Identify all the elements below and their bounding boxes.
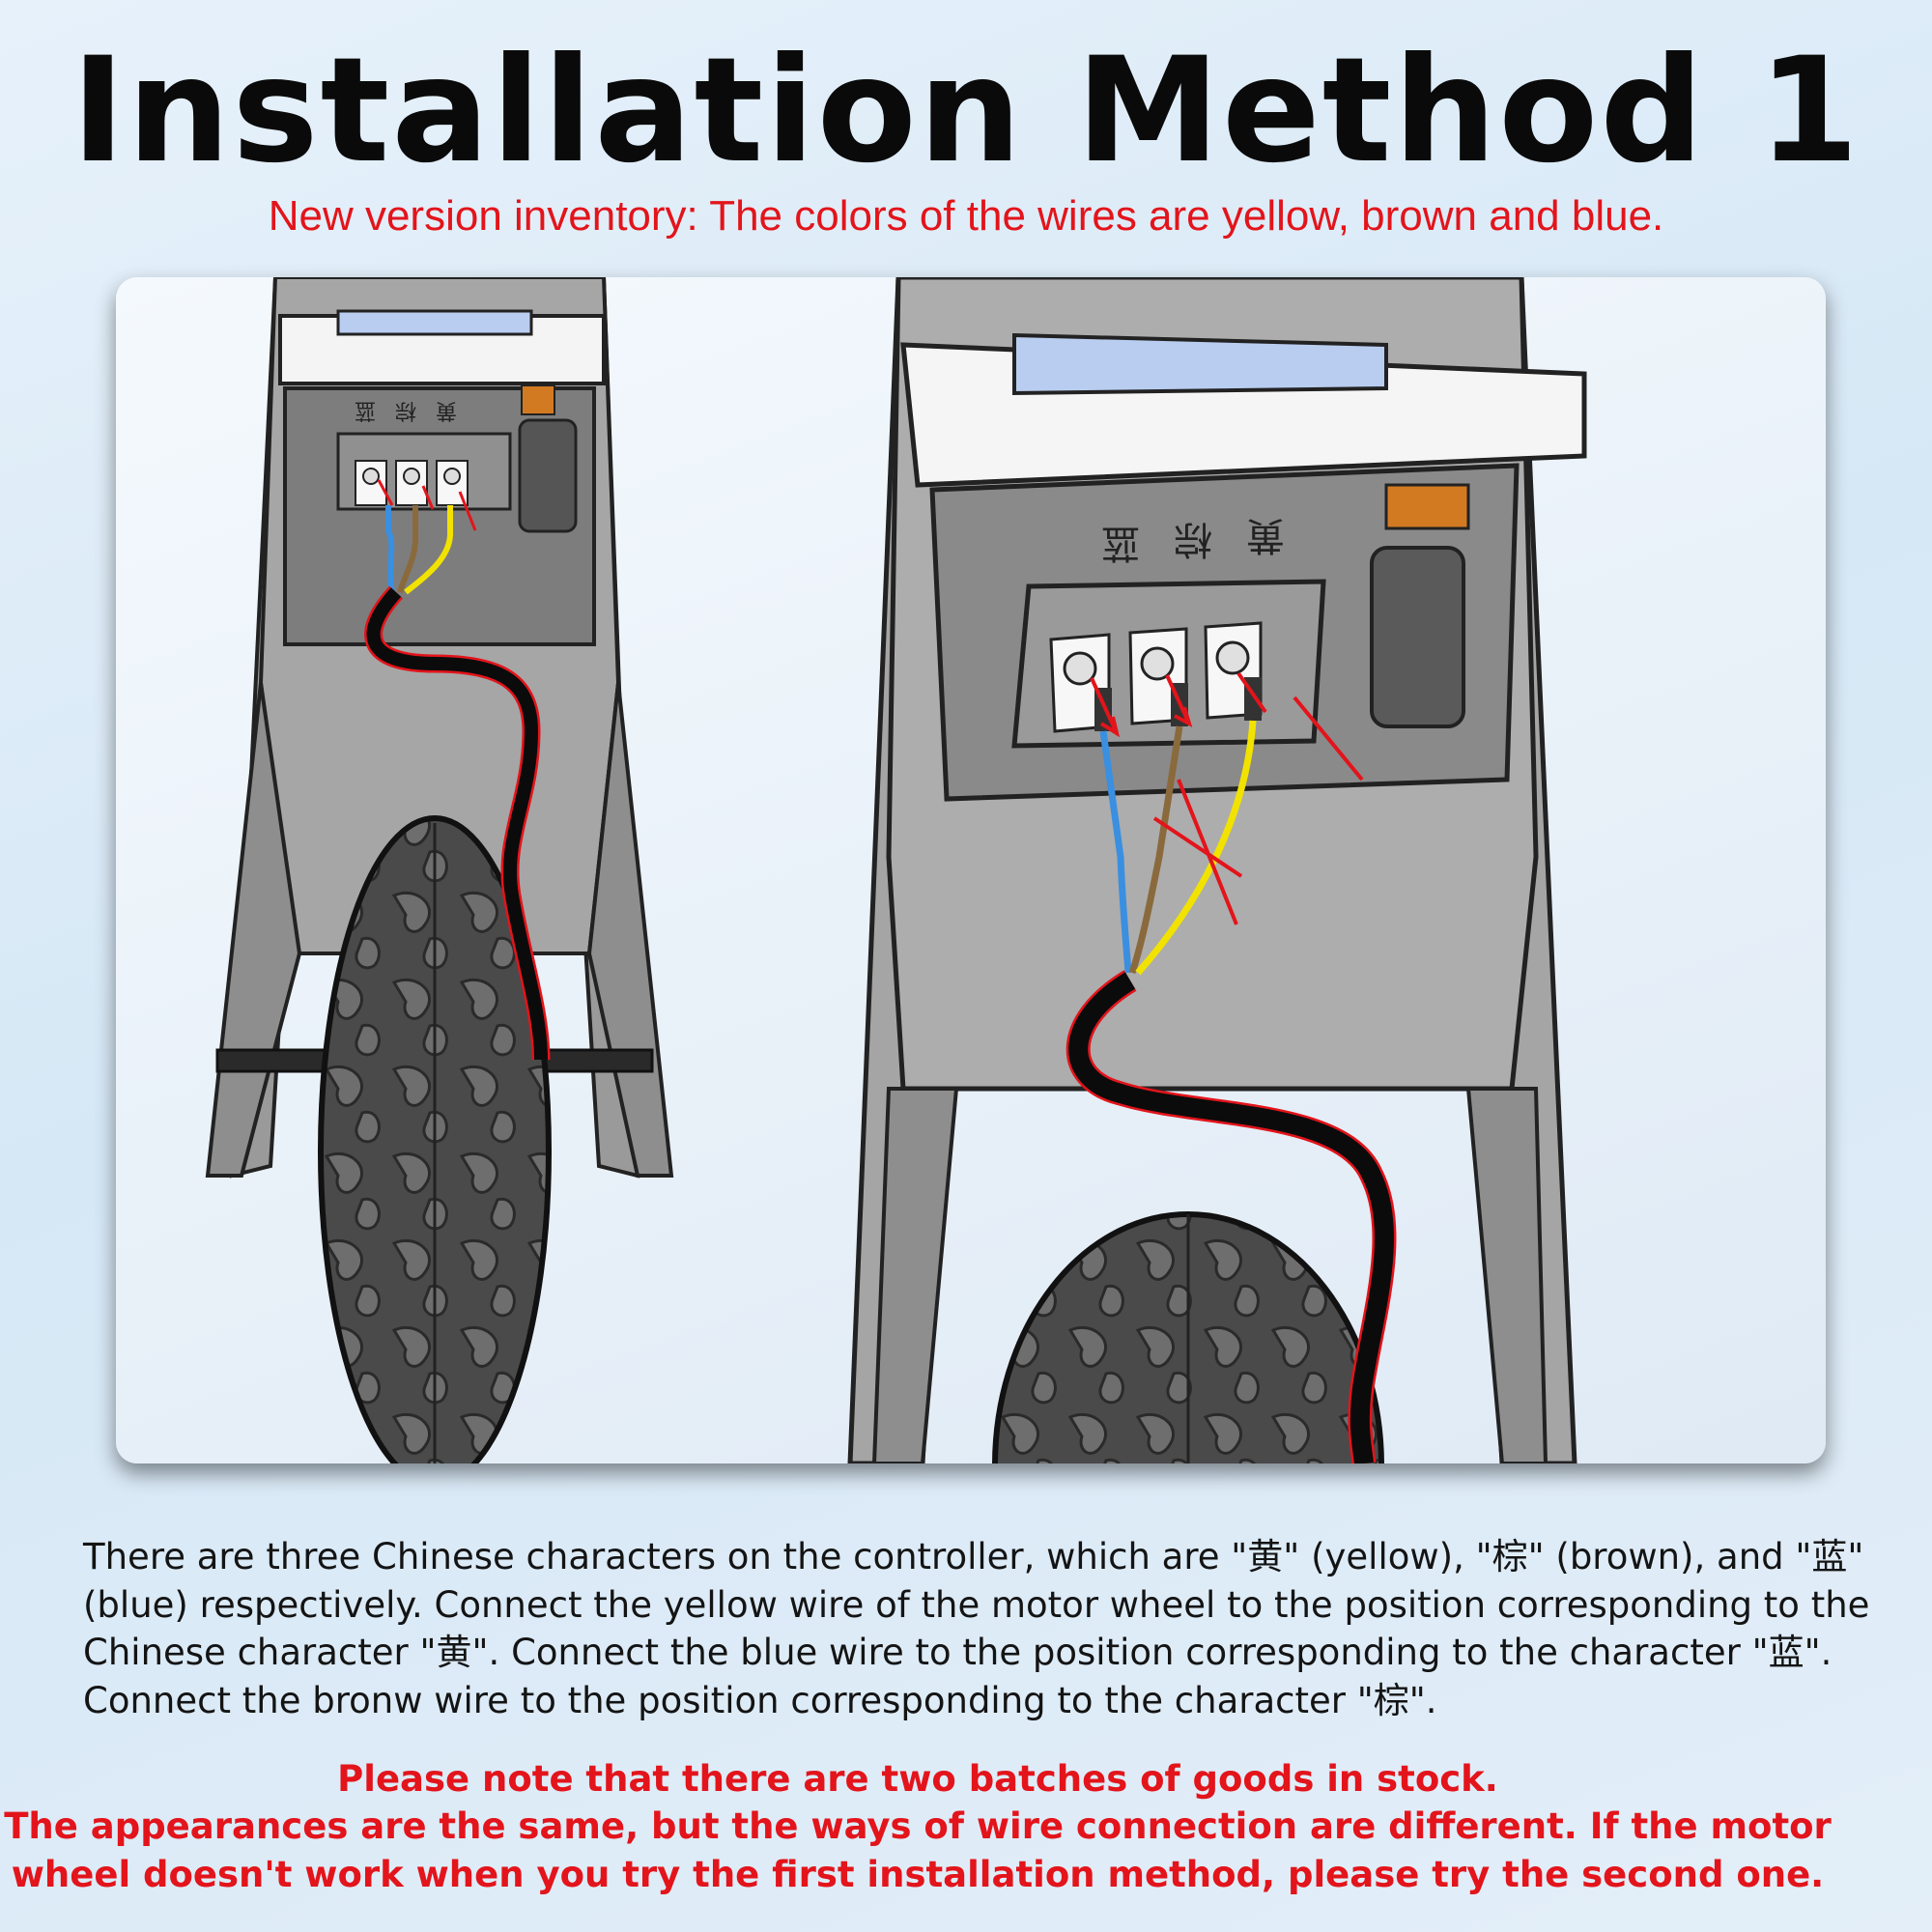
page-title: Installation Method 1 [71,27,1861,195]
diagram-panel: 蓝 棕 黄 [116,277,1826,1463]
arrow-wire [1152,816,1243,878]
arrow-wire [377,479,394,506]
warning-note-line-3: wheel doesn't work when you try the firs… [11,1854,1825,1895]
blue-wire [1099,730,1132,974]
terminal-block-right [1049,621,1263,733]
cable-wire [1068,972,1394,1463]
arrow-wire [458,491,477,531]
arrow-wire [1090,677,1121,738]
arrow-wire [1177,779,1238,925]
label-blue-right: 蓝 [1101,521,1140,565]
terminal-block-left [355,460,469,506]
scooter-left: 蓝 棕 黄 [205,277,674,1463]
label-yellow-left: 黄 [436,398,457,422]
label-blue-left: 蓝 [355,398,376,422]
cable-wire [366,587,548,1061]
brown-wire [1128,725,1183,975]
label-brown-right: 棕 [1174,517,1212,561]
arrow-wire [1293,696,1364,781]
yellow-wire [404,505,454,595]
warning-note-line-1: Please note that there are two batches o… [337,1758,1498,1800]
arrow-wire [1236,671,1267,714]
page-subtitle: New version inventory: The colors of the… [268,192,1664,240]
instructions-text: There are three Chinese characters on th… [83,1536,1870,1721]
scooter-right: 蓝 棕 黄 [847,277,1587,1463]
brown-wire [397,505,419,593]
arrow-wire [1165,674,1193,728]
label-brown-left: 棕 [395,398,416,422]
wiring-diagram: 蓝 棕 黄 [205,277,1587,1463]
label-yellow-right: 黄 [1246,513,1285,557]
arrow-wire [421,485,435,510]
warning-note-line-2: The appearances are the same, but the wa… [4,1805,1832,1847]
blue-wire [385,505,395,593]
